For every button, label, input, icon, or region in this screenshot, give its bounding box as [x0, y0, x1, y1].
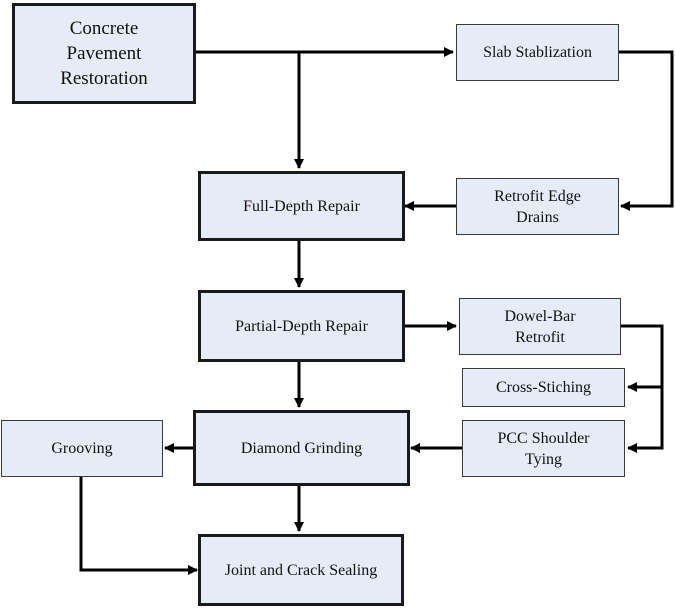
node-label: Cross-Stiching [495, 379, 592, 396]
node-grooving: Grooving [1, 420, 163, 477]
node-dowel-bar-retrofit: Dowel-Bar Retrofit [459, 298, 621, 355]
edge-slab-edge-drains [619, 50, 674, 211]
node-pcc-shoulder-tying: PCC Shoulder Tying [462, 420, 625, 477]
node-label: Partial-Depth Repair [235, 317, 368, 335]
node-partial-depth-repair: Partial-Depth Repair [198, 290, 405, 362]
node-joint-and-crack-sealing: Joint and Crack Sealing [198, 534, 404, 606]
node-slab-stabilization: Slab Stablization [456, 24, 619, 81]
node-label: Full-Depth Repair [243, 197, 360, 215]
node-label: Slab Stablization [483, 44, 592, 61]
node-full-depth-repair: Full-Depth Repair [198, 171, 405, 241]
node-label: Concrete Pavement Restoration [60, 18, 148, 89]
node-cross-stiching: Cross-Stiching [462, 368, 625, 407]
node-concrete-pavement-restoration: Concrete Pavement Restoration [12, 3, 196, 104]
node-label: Joint and Crack Sealing [224, 561, 378, 579]
node-label: Dowel-Bar Retrofit [504, 307, 576, 346]
node-label: Diamond Grinding [240, 439, 363, 457]
edge-grooving-sealing [79, 477, 198, 575]
node-label: Grooving [51, 440, 113, 457]
node-diamond-grinding: Diamond Grinding [193, 410, 410, 486]
node-label: PCC Shoulder Tying [497, 429, 590, 468]
node-retrofit-edge-drains: Retrofit Edge Drains [456, 178, 619, 235]
node-label: Retrofit Edge Drains [494, 187, 581, 226]
